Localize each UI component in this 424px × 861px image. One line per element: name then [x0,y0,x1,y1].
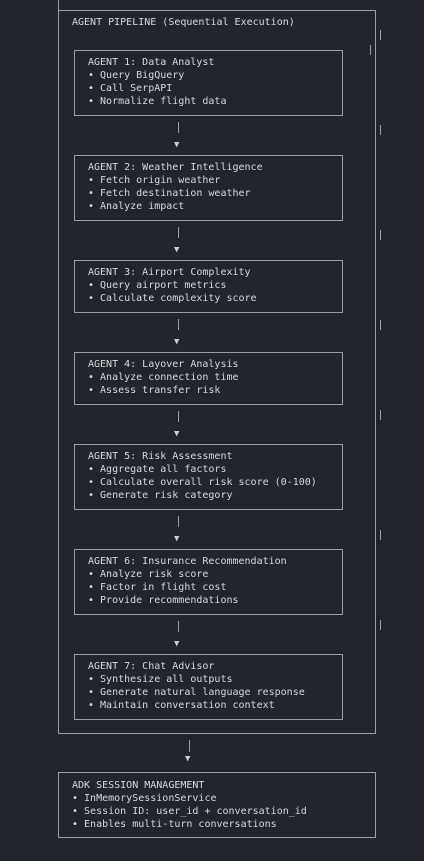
agent-task: • Maintain conversation context [88,700,275,711]
pipeline-title: AGENT PIPELINE (Sequential Execution) [72,17,295,28]
agent-task: • Query airport metrics [88,280,227,291]
agent-title: AGENT 4: Layover Analysis [88,359,239,370]
agent-box [74,352,343,405]
connector-line [178,227,179,238]
agent-task: • Generate risk category [88,490,233,501]
agent-task: • Analyze risk score [88,569,209,580]
connector-line [178,621,179,632]
agent-task: • Call SerpAPI [88,83,173,94]
session-title: ADK SESSION MANAGEMENT [72,780,205,791]
agent-task: • Fetch destination weather [88,188,251,199]
agent-title: AGENT 3: Airport Complexity [88,267,251,278]
connector-line [178,319,179,330]
agent-title: AGENT 1: Data Analyst [88,57,215,68]
agent-task: • Fetch origin weather [88,175,221,186]
connector-line [189,740,190,752]
agent-title: AGENT 7: Chat Advisor [88,661,215,672]
agent-box [74,444,343,510]
session-item: • Session ID: user_id + conversation_id [72,806,307,817]
agent-box [74,155,343,221]
agent-title: AGENT 2: Weather Intelligence [88,162,263,173]
agent-title: AGENT 6: Insurance Recommendation [88,556,287,567]
agent-box [74,260,343,313]
session-item: • InMemorySessionService [72,793,217,804]
connector-line [178,516,179,527]
agent-task: • Generate natural language response [88,687,305,698]
down-arrow-icon: ▼ [174,245,180,255]
session-frame [58,772,376,838]
connector-line [178,411,179,422]
down-arrow-icon: ▼ [174,639,180,649]
agent-task: • Analyze connection time [88,372,239,383]
down-arrow-icon: ▼ [174,534,180,544]
session-item: • Enables multi-turn conversations [72,819,277,830]
agent-task: • Calculate overall risk score (0-100) [88,477,317,488]
agent-box [74,654,343,720]
down-arrow-icon: ▼ [185,754,191,764]
agent-task: • Synthesize all outputs [88,674,233,685]
agent-task: • Aggregate all factors [88,464,227,475]
down-arrow-icon: ▼ [174,429,180,439]
agent-task: • Provide recommendations [88,595,239,606]
agent-task: • Factor in flight cost [88,582,227,593]
agent-task: • Assess transfer risk [88,385,221,396]
agent-task: • Analyze impact [88,201,185,212]
agent-box [74,50,343,116]
down-arrow-icon: ▼ [174,140,180,150]
agent-task: • Normalize flight data [88,96,227,107]
agent-box [74,549,343,615]
agent-task: • Calculate complexity score [88,293,257,304]
agent-title: AGENT 5: Risk Assessment [88,451,233,462]
connector-line [178,122,179,133]
agent-task: • Query BigQuery [88,70,185,81]
down-arrow-icon: ▼ [174,337,180,347]
